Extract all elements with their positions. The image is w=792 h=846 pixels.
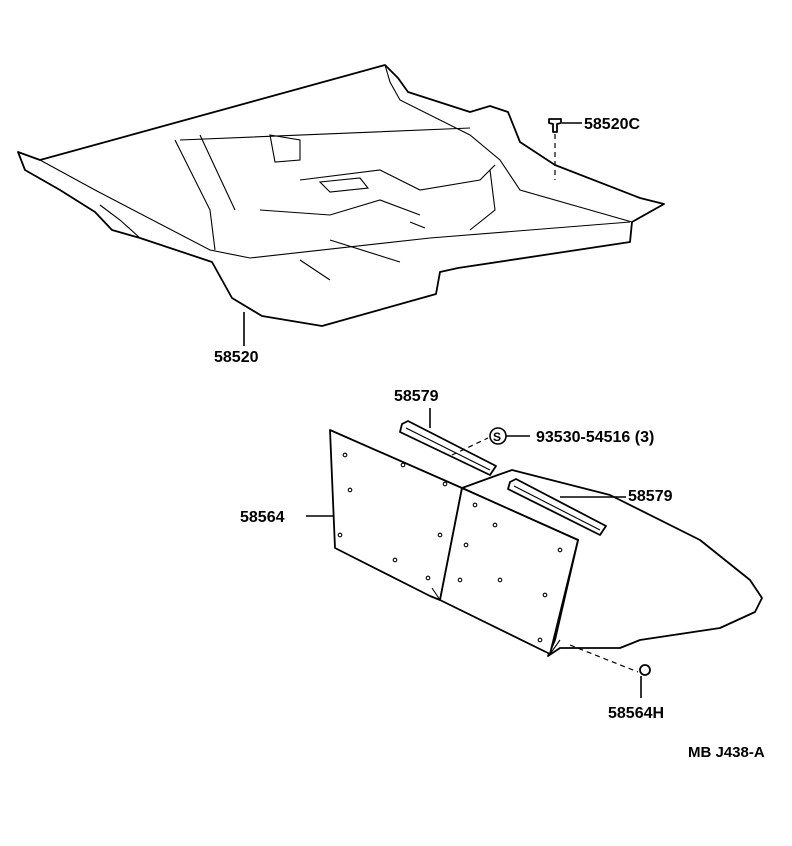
label-58520c: 58520C bbox=[584, 116, 640, 133]
clip-58564h-drawing bbox=[569, 644, 651, 698]
symbol-s: S bbox=[493, 430, 501, 444]
strip-58579-lower-drawing bbox=[507, 478, 607, 536]
cover-board-drawing bbox=[329, 429, 763, 657]
reference-code: MB J438-A bbox=[688, 744, 765, 761]
label-58564: 58564 bbox=[240, 509, 285, 526]
label-58564h: 58564H bbox=[608, 705, 664, 722]
strip-58579-upper-drawing bbox=[399, 420, 497, 476]
label-58579-upper: 58579 bbox=[394, 388, 439, 405]
label-58579-lower: 58579 bbox=[628, 488, 673, 505]
floor-carpet-drawing bbox=[17, 64, 665, 327]
label-58520: 58520 bbox=[214, 349, 259, 366]
label-93530-54516: 93530-54516 (3) bbox=[536, 429, 654, 446]
clip-58520c-drawing bbox=[548, 118, 582, 180]
